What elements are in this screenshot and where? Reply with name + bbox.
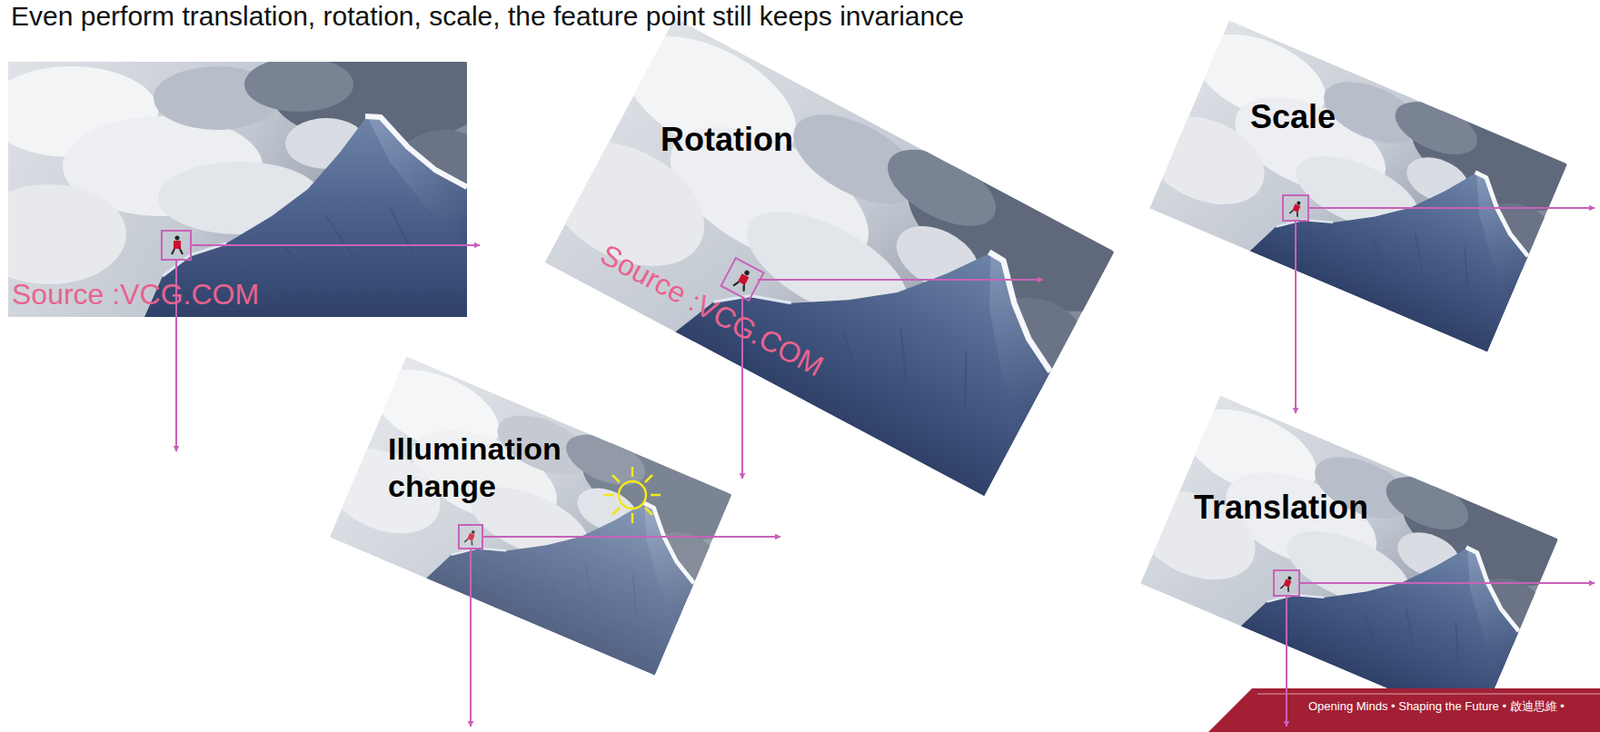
footer-band (1208, 688, 1600, 732)
transform-label: Rotation (660, 120, 794, 159)
original-photo (0, 43, 495, 318)
transform-label: Illumination change (387, 430, 616, 506)
footer-motto: Opening Minds • Shaping the Future • 啟迪思… (1308, 700, 1565, 715)
watermark: Source :VCG.COM (11, 278, 259, 312)
rotated-photo (509, 0, 1150, 510)
slide-title: Even perform translation, rotation, scal… (10, 0, 964, 33)
transform-label: Translation (1193, 488, 1369, 527)
translated-photo (1113, 370, 1585, 732)
feature-box (721, 258, 765, 301)
footer-rule (1257, 694, 1600, 696)
sun-symbol (604, 467, 661, 524)
feature-box (458, 525, 483, 549)
feature-box (1273, 570, 1300, 597)
feature-box (1282, 195, 1309, 221)
axis-arrows (176, 208, 1595, 727)
scaled-photo (1122, 0, 1594, 361)
transform-label: Scale (1250, 98, 1336, 136)
feature-box (161, 230, 191, 260)
illuminated-photo (303, 332, 756, 684)
